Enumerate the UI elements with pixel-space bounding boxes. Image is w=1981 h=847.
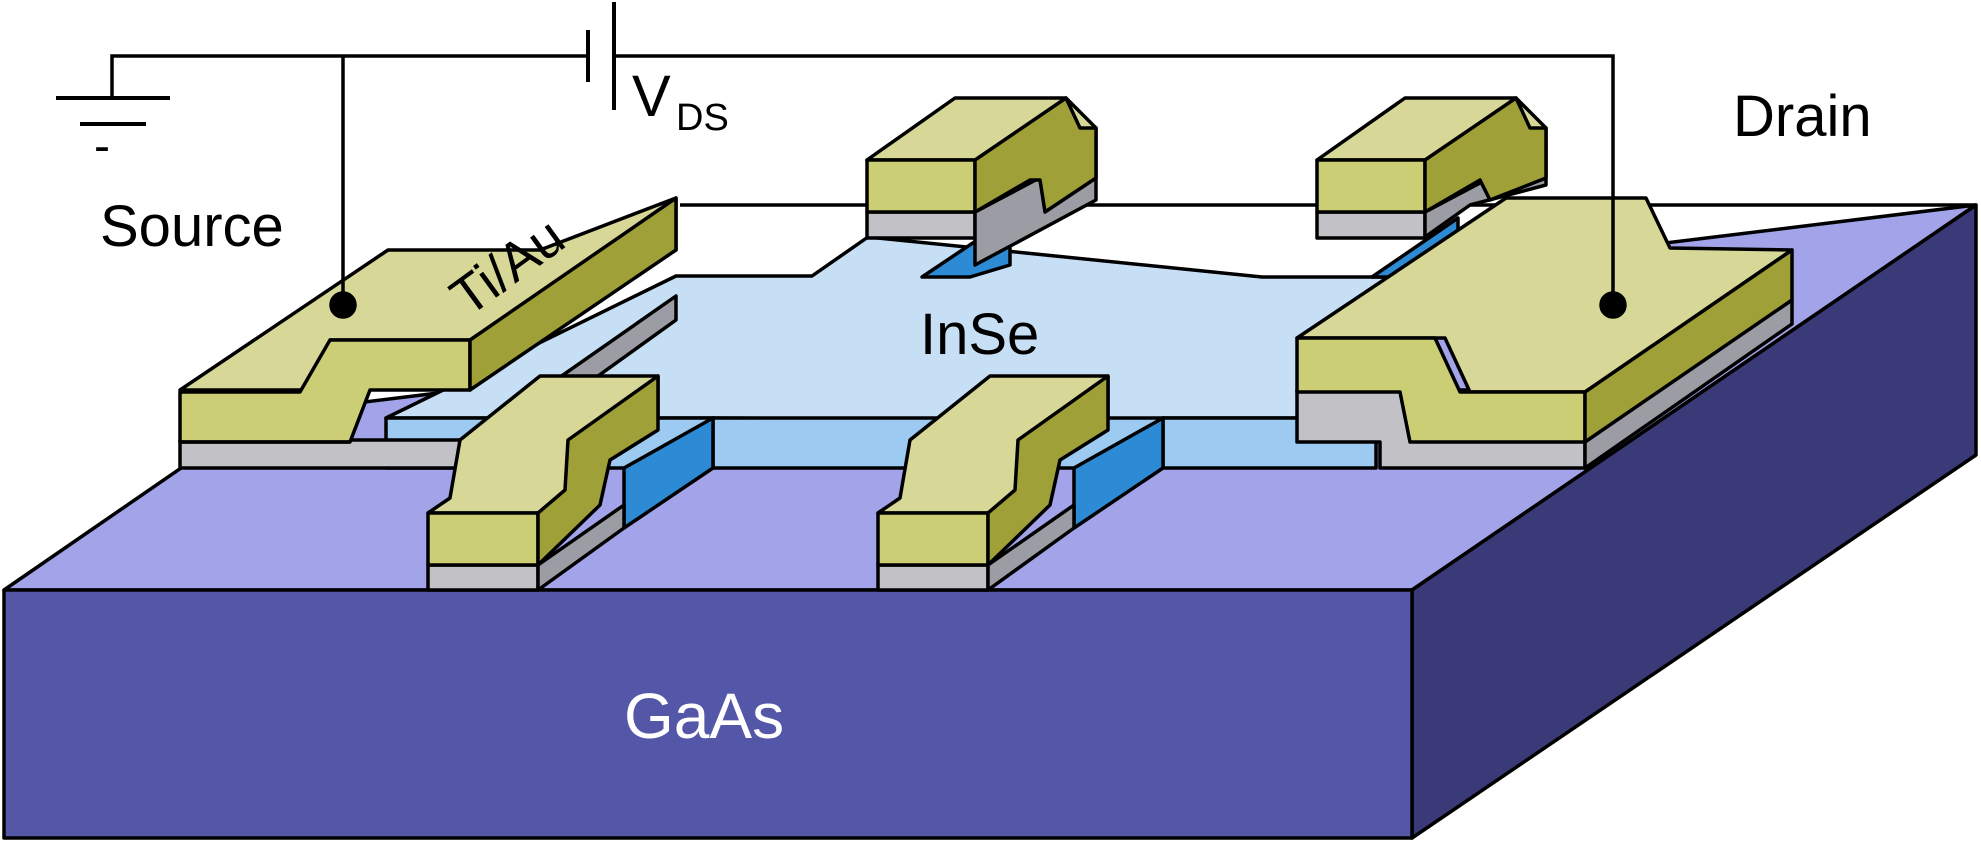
back-contact-2 [1315,96,1548,240]
flake-material-label: InSe [920,302,1039,367]
source-ti-layer [178,438,472,470]
source-probe-point [329,291,357,319]
front-contact-2-side [986,374,1110,567]
front-contact-1 [426,374,660,592]
drain-probe-point [1599,291,1627,319]
drain-label: Drain [1733,84,1872,149]
front-contact-1-ti [426,563,540,592]
source-wire [110,54,586,96]
vds-label-sub: DS [676,97,729,139]
back-contact-2-side [1423,96,1548,214]
back-contact-2-ti [1315,210,1427,240]
front-contact-2-ti [876,563,990,592]
source-gold-side [468,196,678,392]
vds-label-main: V [632,64,671,129]
drain-contact [1295,196,1794,470]
back-contact-1-side [973,96,1098,214]
back-contact-1 [865,96,1098,267]
front-contact-2 [876,374,1110,592]
front-contact-1-side [536,374,660,567]
back-contact-2-front [1315,158,1427,214]
substrate-material-label: GaAs [624,680,784,752]
front-contact-2-front [876,511,990,567]
back-contact-1-front [865,158,977,214]
drain-wire [614,54,1615,305]
source-label: Source [100,194,284,259]
circuit [56,2,1627,319]
back-contact-1-ti [865,210,977,240]
front-contact-1-ti-side [536,503,626,592]
drain-gold-side [1583,248,1794,444]
substrate-front-face [2,588,1414,840]
front-contact-2-ti-side [986,503,1076,592]
ground-sign: - [94,120,110,173]
front-contact-1-front [426,511,540,567]
